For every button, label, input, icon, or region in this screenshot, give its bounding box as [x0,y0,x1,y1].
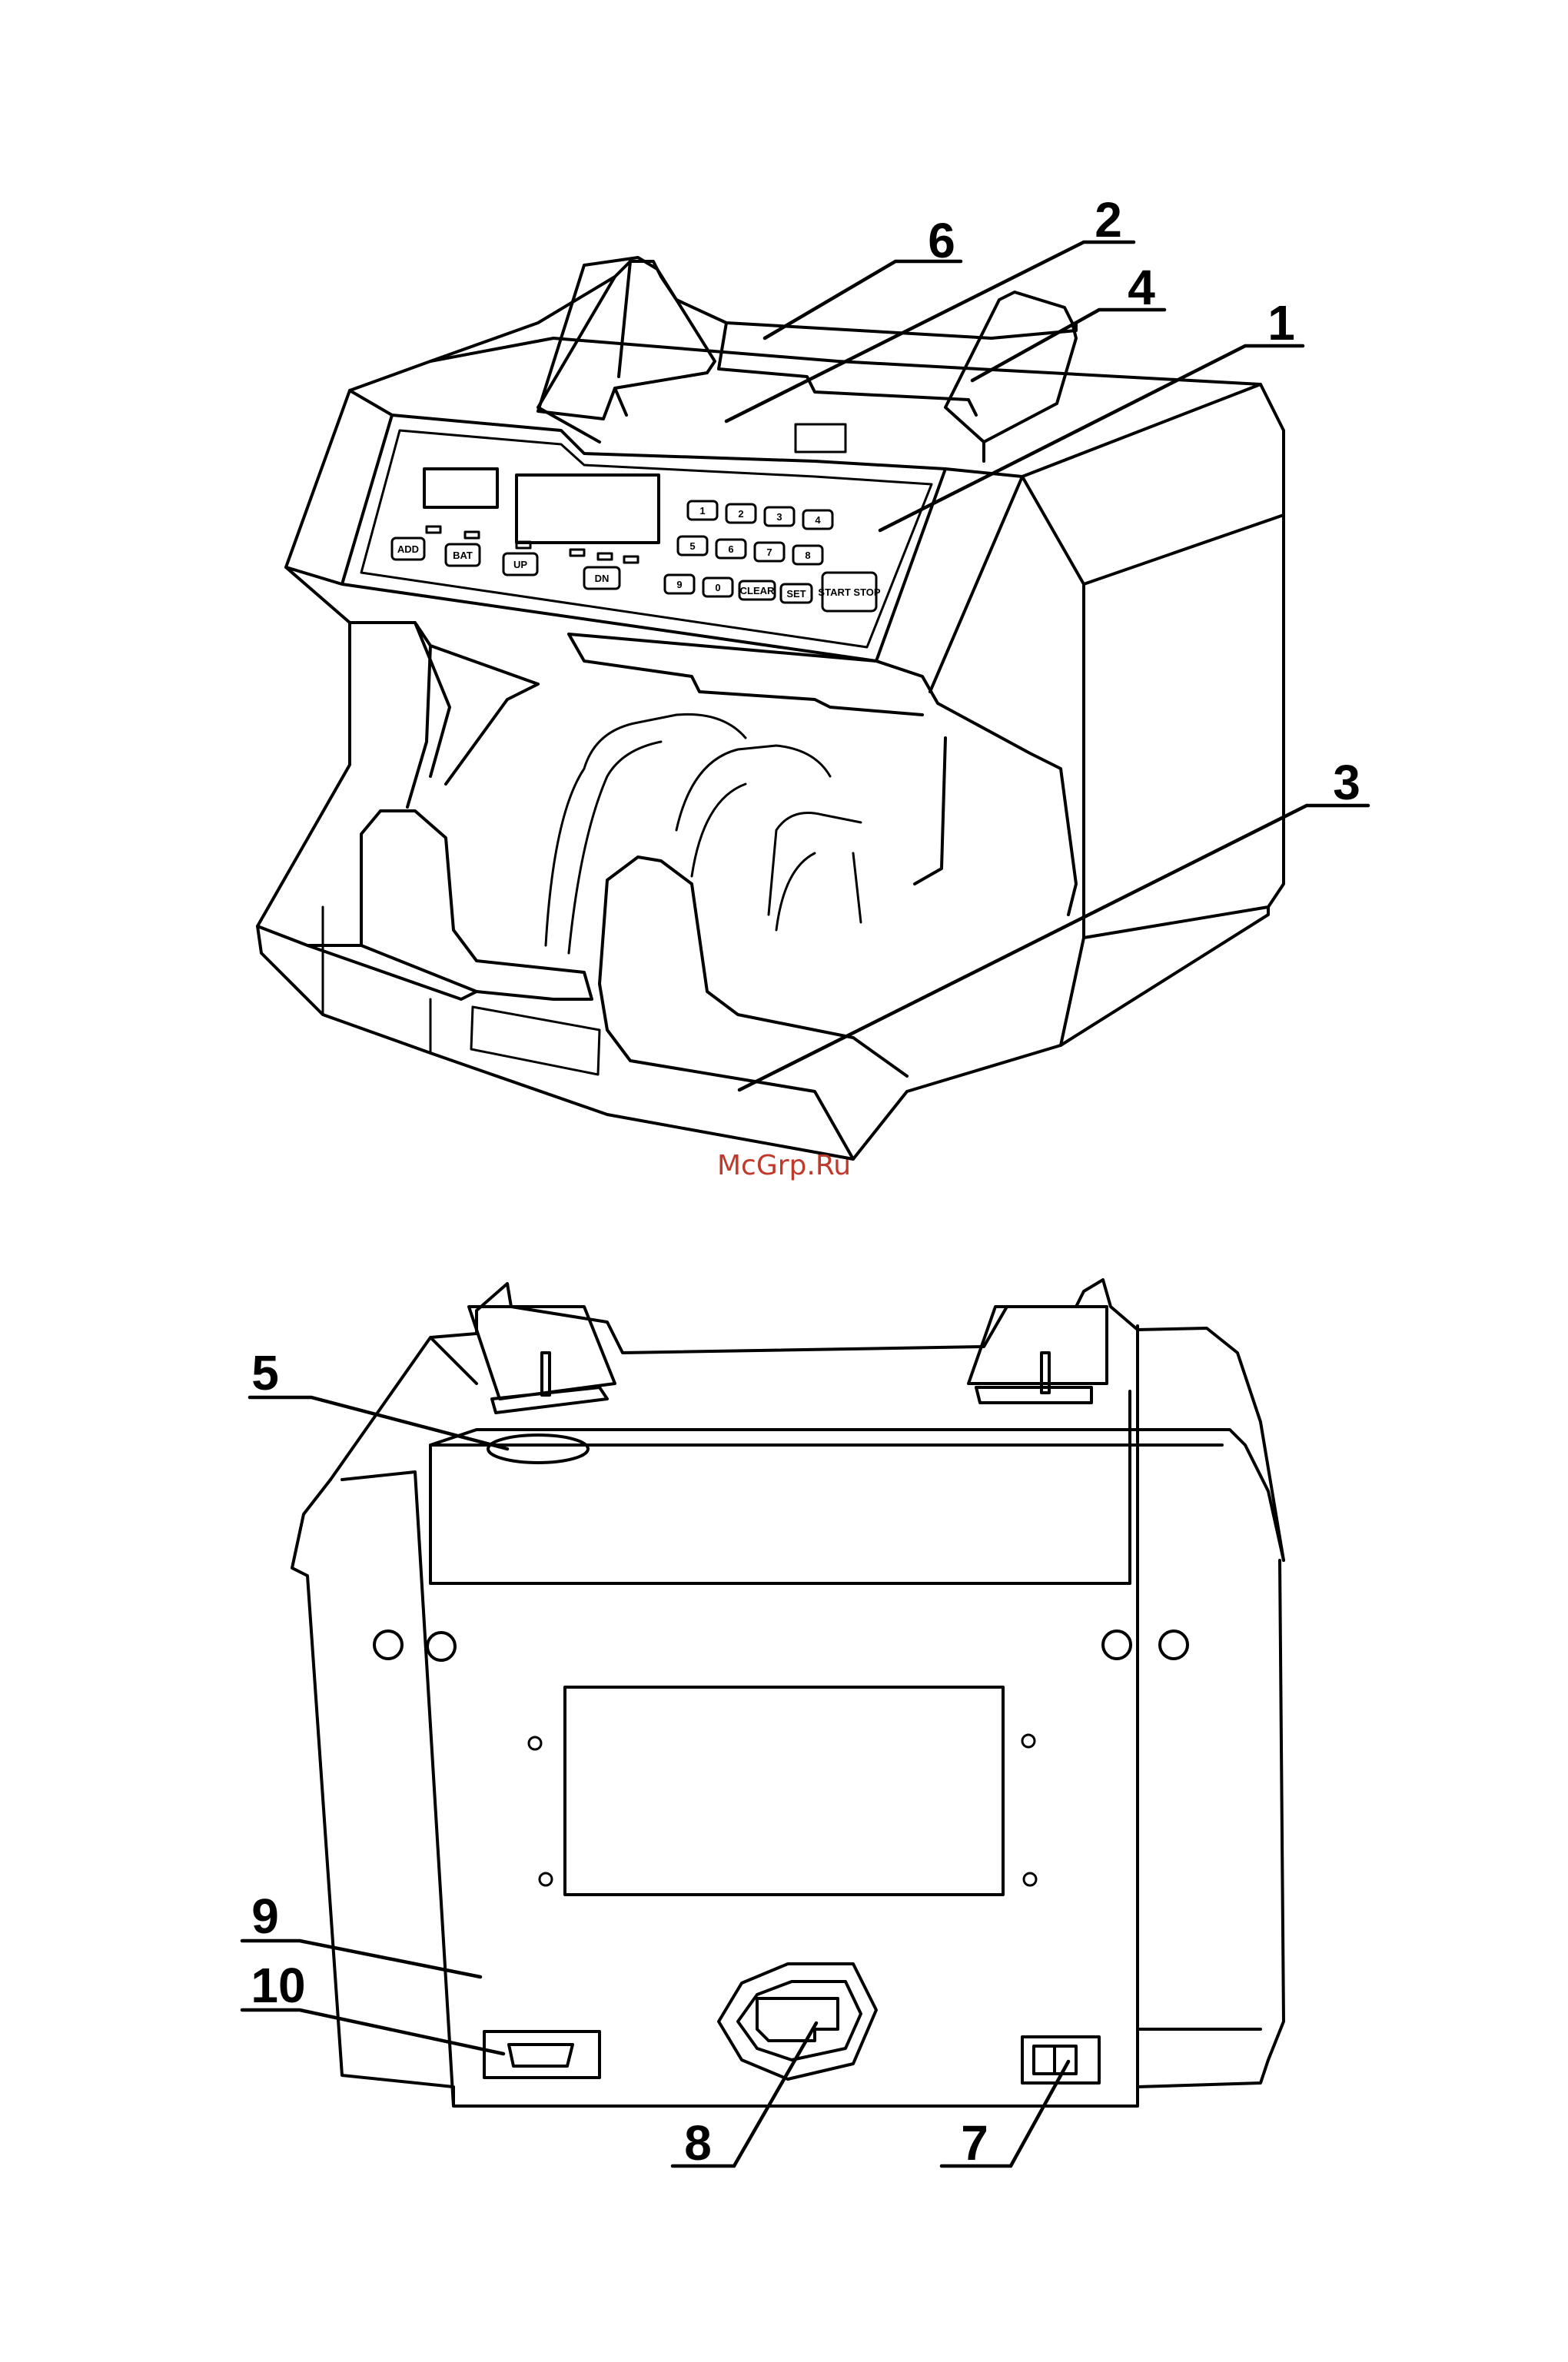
top-feeder-tray [430,261,1076,442]
screw [1022,1735,1035,1747]
mount-hole [374,1631,402,1659]
leader-lines [242,242,1368,2166]
key-clear[interactable]: CLEAR [739,581,775,600]
svg-text:START STOP: START STOP [818,586,880,598]
serial-port[interactable] [509,2045,573,2066]
key-8[interactable]: 8 [793,546,822,564]
svg-text:4: 4 [815,514,821,526]
right-feeder-guide [945,292,1076,461]
key-6[interactable]: 6 [716,540,746,558]
display-small [424,469,497,507]
key-set[interactable]: SET [781,584,812,603]
callout-5: 5 [251,1345,279,1400]
rear-right-guide [968,1307,1107,1403]
base-plinth [261,907,1268,1091]
key-9[interactable]: 9 [665,575,694,593]
rear-cover-plate [565,1687,1003,1895]
screw [1024,1873,1036,1885]
svg-text:7: 7 [766,546,772,558]
callout-1: 1 [1267,295,1295,350]
led-indicator [517,542,530,548]
key-up[interactable]: UP [503,553,537,575]
key-start-stop[interactable]: START STOP [818,573,880,611]
top-sensor-window [796,424,845,452]
svg-text:ADD: ADD [397,543,419,555]
front-label-window [471,1007,600,1075]
front-body-outline [257,338,1284,1159]
led-indicator [570,550,584,556]
key-7[interactable]: 7 [755,543,784,561]
power-socket-pins [757,1998,838,2041]
callout-numbers: 6 2 4 1 3 5 9 10 8 7 [251,192,1360,2171]
callout-6: 6 [928,213,955,268]
svg-text:BAT: BAT [453,550,473,561]
watermark: McGrp.Ru [717,1150,851,1181]
svg-text:SET: SET [786,588,806,600]
callout-10: 10 [251,1958,305,2013]
callout-9: 9 [251,1889,279,1944]
mount-hole [1160,1631,1188,1659]
led-indicator [465,532,479,538]
right-side-panel [930,384,1284,1045]
svg-text:1: 1 [699,505,705,517]
callout-7: 7 [961,2115,988,2171]
mount-hole [1103,1631,1131,1659]
callout-2: 2 [1095,192,1122,247]
key-dn[interactable]: DN [584,567,620,589]
key-0[interactable]: 0 [703,578,733,596]
led-indicator [598,553,612,560]
callout-8: 8 [684,2115,712,2171]
svg-text:2: 2 [738,508,743,520]
hopper-opening [350,623,1076,915]
svg-text:6: 6 [728,543,733,555]
key-3[interactable]: 3 [765,507,794,526]
svg-text:8: 8 [805,550,810,561]
rear-left-guide [469,1307,615,1413]
front-view: ADD BAT UP DN 1 2 3 4 5 6 7 8 9 0 CLEAR … [257,257,1284,1159]
leader-5 [250,1397,507,1449]
led-indicator [624,556,638,563]
svg-text:0: 0 [715,582,720,593]
feed-rollers [546,714,861,953]
key-1[interactable]: 1 [688,501,717,520]
callout-4: 4 [1128,260,1155,315]
svg-text:3: 3 [776,511,782,523]
svg-text:5: 5 [689,540,695,552]
key-4[interactable]: 4 [803,510,832,529]
key-2[interactable]: 2 [726,504,756,523]
key-bat[interactable]: BAT [446,544,480,566]
screw [540,1873,552,1885]
display-large [517,475,659,543]
leader-10 [242,2010,503,2054]
svg-text:9: 9 [676,579,682,590]
screw [529,1737,541,1749]
svg-text:UP: UP [513,559,527,570]
svg-text:CLEAR: CLEAR [740,585,775,596]
led-indicator [427,527,440,533]
rear-view [292,1280,1284,2106]
control-panel-frame [286,390,1022,661]
svg-text:DN: DN [595,573,610,584]
key-add[interactable]: ADD [392,538,424,560]
key-5[interactable]: 5 [678,537,707,555]
mount-hole [427,1633,455,1660]
callout-3: 3 [1333,755,1360,810]
rear-top-panel [430,1391,1284,1583]
